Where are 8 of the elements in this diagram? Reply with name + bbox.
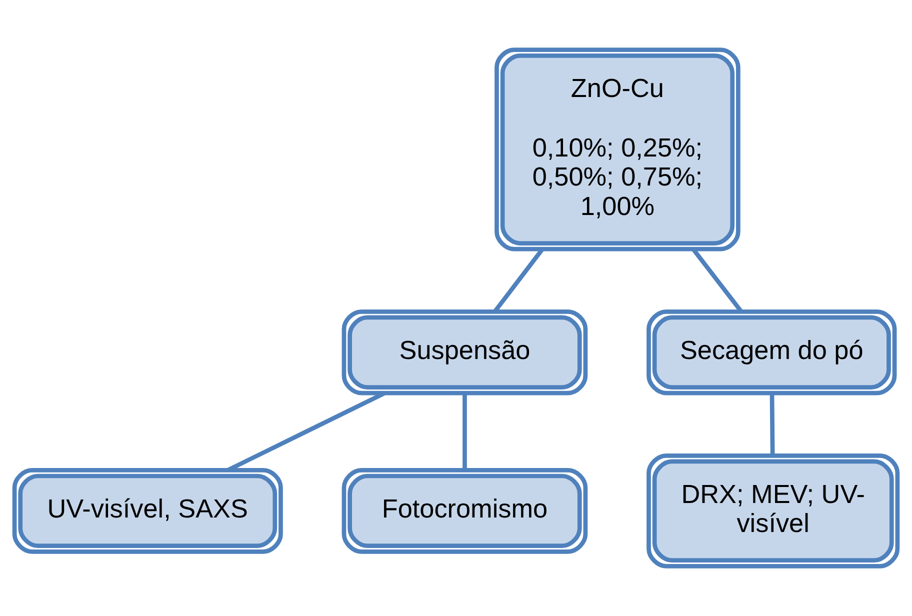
node-box: UV-visível, SAXS — [12, 468, 283, 554]
node-box: ZnO-Cu 0,10%; 0,25%; 0,50%; 0,75%; 1,00% — [494, 48, 740, 252]
connector — [770, 393, 775, 456]
node-box: Fotocromismo — [342, 468, 588, 554]
node-box: DRX; MEV; UV-visível — [646, 453, 900, 568]
node-box: Secagem do pó — [646, 309, 897, 396]
node-box: Suspensão — [342, 309, 588, 396]
connector — [462, 393, 467, 470]
